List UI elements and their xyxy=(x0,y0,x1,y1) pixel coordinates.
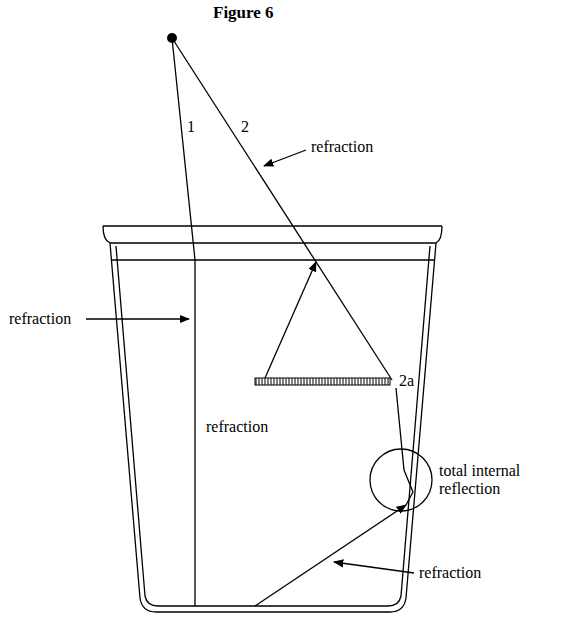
ray-number: 2 xyxy=(240,118,250,136)
light-ray xyxy=(396,388,413,505)
ray-number: 1 xyxy=(186,118,196,136)
glass-outer-wall xyxy=(110,243,436,612)
leader-arrow xyxy=(264,150,306,166)
ruler-object xyxy=(255,378,390,385)
glass-inner-wall xyxy=(116,246,430,606)
callout-label: refraction xyxy=(8,310,72,328)
leader-arrow xyxy=(86,318,189,319)
light-ray xyxy=(172,38,392,380)
callout-label: refraction xyxy=(418,564,482,582)
leader-arrow xyxy=(334,562,414,573)
highlight-circle xyxy=(370,449,432,511)
callout-label: refraction xyxy=(205,418,269,436)
glass-rim xyxy=(103,226,442,243)
callout-label: total internal reflection xyxy=(438,462,560,498)
ray-number: 2a xyxy=(398,372,415,390)
figure-title: Figure 6 xyxy=(212,4,275,22)
light-ray xyxy=(255,505,406,606)
light-ray xyxy=(265,262,316,378)
eye-point xyxy=(167,33,177,43)
callout-label: refraction xyxy=(310,138,374,156)
light-ray xyxy=(172,38,195,606)
water-surface xyxy=(112,259,434,260)
